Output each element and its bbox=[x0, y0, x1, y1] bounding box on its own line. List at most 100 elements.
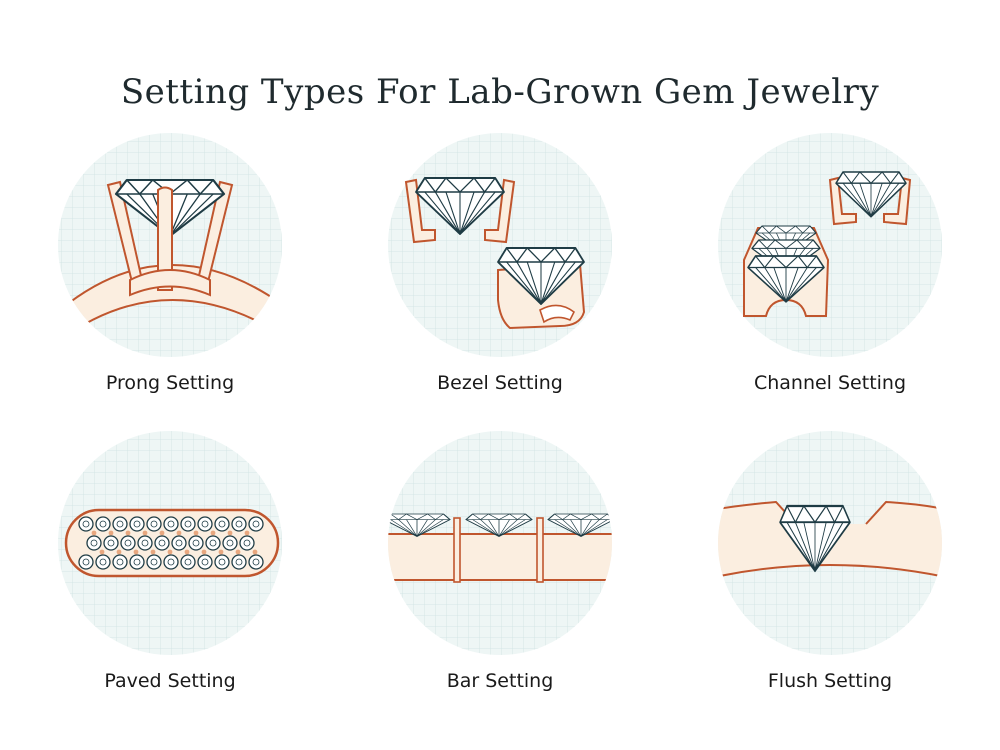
pave-stone-facet bbox=[243, 539, 251, 547]
pave-bead bbox=[201, 549, 207, 555]
pave-bead bbox=[227, 530, 233, 536]
prong-base bbox=[129, 269, 211, 297]
pave-bead bbox=[252, 549, 258, 555]
pave-stone bbox=[197, 516, 213, 532]
pave-stone bbox=[205, 535, 221, 551]
pave-stone-facet bbox=[235, 558, 243, 566]
pave-stone-facet bbox=[209, 539, 217, 547]
pave-stone-facet bbox=[107, 539, 115, 547]
pave-stone-facet bbox=[124, 539, 132, 547]
setting-label: Paved Setting bbox=[104, 670, 236, 692]
channel-wall-left bbox=[828, 176, 857, 226]
pave-stone bbox=[112, 554, 128, 570]
pave-stone-facet bbox=[226, 539, 234, 547]
bar-setting-card: Bar Setting bbox=[380, 428, 620, 718]
pave-stone-facet bbox=[82, 558, 90, 566]
pave-stone-facet bbox=[235, 520, 243, 528]
pave-bead bbox=[133, 549, 139, 555]
setting-label: Flush Setting bbox=[767, 670, 893, 692]
pave-bead bbox=[150, 549, 156, 555]
pave-stone-facet bbox=[252, 558, 260, 566]
bezel-setting-illustration bbox=[388, 133, 612, 357]
prong-setting-card: Prong Setting bbox=[50, 130, 290, 420]
pave-bead bbox=[108, 530, 114, 536]
pave-stone-facet bbox=[99, 520, 107, 528]
bezel-setting-card: Bezel Setting bbox=[380, 130, 620, 420]
pave-stone-facet bbox=[141, 539, 149, 547]
bezel-rim bbox=[539, 304, 576, 324]
grid-circle-bg bbox=[388, 133, 612, 357]
pave-stone bbox=[78, 516, 94, 532]
pave-stone bbox=[214, 516, 230, 532]
setting-label: Prong Setting bbox=[105, 372, 235, 394]
pave-stone bbox=[163, 554, 179, 570]
page-title: Setting Types For Lab-Grown Gem Jewelry bbox=[120, 72, 880, 112]
pave-stone bbox=[120, 535, 136, 551]
pave-stone bbox=[231, 554, 247, 570]
paved-setting-illustration bbox=[58, 431, 282, 655]
pave-stone bbox=[112, 516, 128, 532]
bar-setting-illustration bbox=[388, 431, 612, 655]
pave-stone bbox=[239, 535, 255, 551]
pave-stone bbox=[180, 516, 196, 532]
pave-bead bbox=[142, 530, 148, 536]
pave-bead bbox=[210, 530, 216, 536]
pave-stone-facet bbox=[133, 558, 141, 566]
pave-stone-facet bbox=[252, 520, 260, 528]
pave-stone bbox=[214, 554, 230, 570]
pave-stone bbox=[222, 535, 238, 551]
pave-stone bbox=[137, 535, 153, 551]
pave-stone bbox=[248, 554, 264, 570]
pave-stone bbox=[95, 516, 111, 532]
pave-stone bbox=[95, 554, 111, 570]
pave-bead bbox=[91, 530, 97, 536]
pave-stone bbox=[146, 554, 162, 570]
pave-bead bbox=[244, 530, 250, 536]
channel-setting-card: Channel Setting bbox=[710, 130, 950, 420]
pave-bead bbox=[193, 530, 199, 536]
prong-setting-illustration bbox=[58, 133, 282, 357]
pave-bead bbox=[176, 530, 182, 536]
pave-bead bbox=[184, 549, 190, 555]
pave-stone bbox=[171, 535, 187, 551]
pave-stone-facet bbox=[218, 520, 226, 528]
pave-stone-facet bbox=[192, 539, 200, 547]
pave-stone bbox=[197, 554, 213, 570]
pave-stone-facet bbox=[99, 558, 107, 566]
pave-stone bbox=[154, 535, 170, 551]
pave-stone-facet bbox=[175, 539, 183, 547]
pave-stone-facet bbox=[82, 520, 90, 528]
pave-bead bbox=[116, 549, 122, 555]
pave-stone-facet bbox=[133, 520, 141, 528]
pave-stone bbox=[248, 516, 264, 532]
pave-stone-facet bbox=[201, 520, 209, 528]
bar-divider bbox=[453, 517, 461, 583]
pave-stone-facet bbox=[150, 520, 158, 528]
pave-stone-facet bbox=[167, 520, 175, 528]
pave-stone-facet bbox=[90, 539, 98, 547]
bezel-wall-right bbox=[484, 178, 516, 244]
bar-divider bbox=[536, 517, 544, 583]
pave-stone-facet bbox=[116, 520, 124, 528]
pave-stone bbox=[146, 516, 162, 532]
pave-bead bbox=[235, 549, 241, 555]
setting-label: Bezel Setting bbox=[437, 372, 563, 394]
pave-bead bbox=[159, 530, 165, 536]
setting-label: Bar Setting bbox=[446, 670, 554, 692]
pave-stone-facet bbox=[158, 539, 166, 547]
pave-stone-facet bbox=[116, 558, 124, 566]
pave-stone-facet bbox=[150, 558, 158, 566]
pave-stone-facet bbox=[184, 558, 192, 566]
flush-setting-illustration bbox=[718, 431, 942, 655]
bar-band bbox=[388, 534, 612, 580]
setting-label: Channel Setting bbox=[753, 372, 907, 394]
flush-setting-card: Flush Setting bbox=[710, 428, 950, 718]
pave-bead bbox=[99, 549, 105, 555]
flush-band-bottom-edge bbox=[718, 564, 942, 579]
pave-bead bbox=[218, 549, 224, 555]
pave-stone bbox=[103, 535, 119, 551]
pave-stone bbox=[86, 535, 102, 551]
paved-setting-card: Paved Setting bbox=[50, 428, 290, 718]
pave-stone-facet bbox=[218, 558, 226, 566]
pave-bead bbox=[125, 530, 131, 536]
